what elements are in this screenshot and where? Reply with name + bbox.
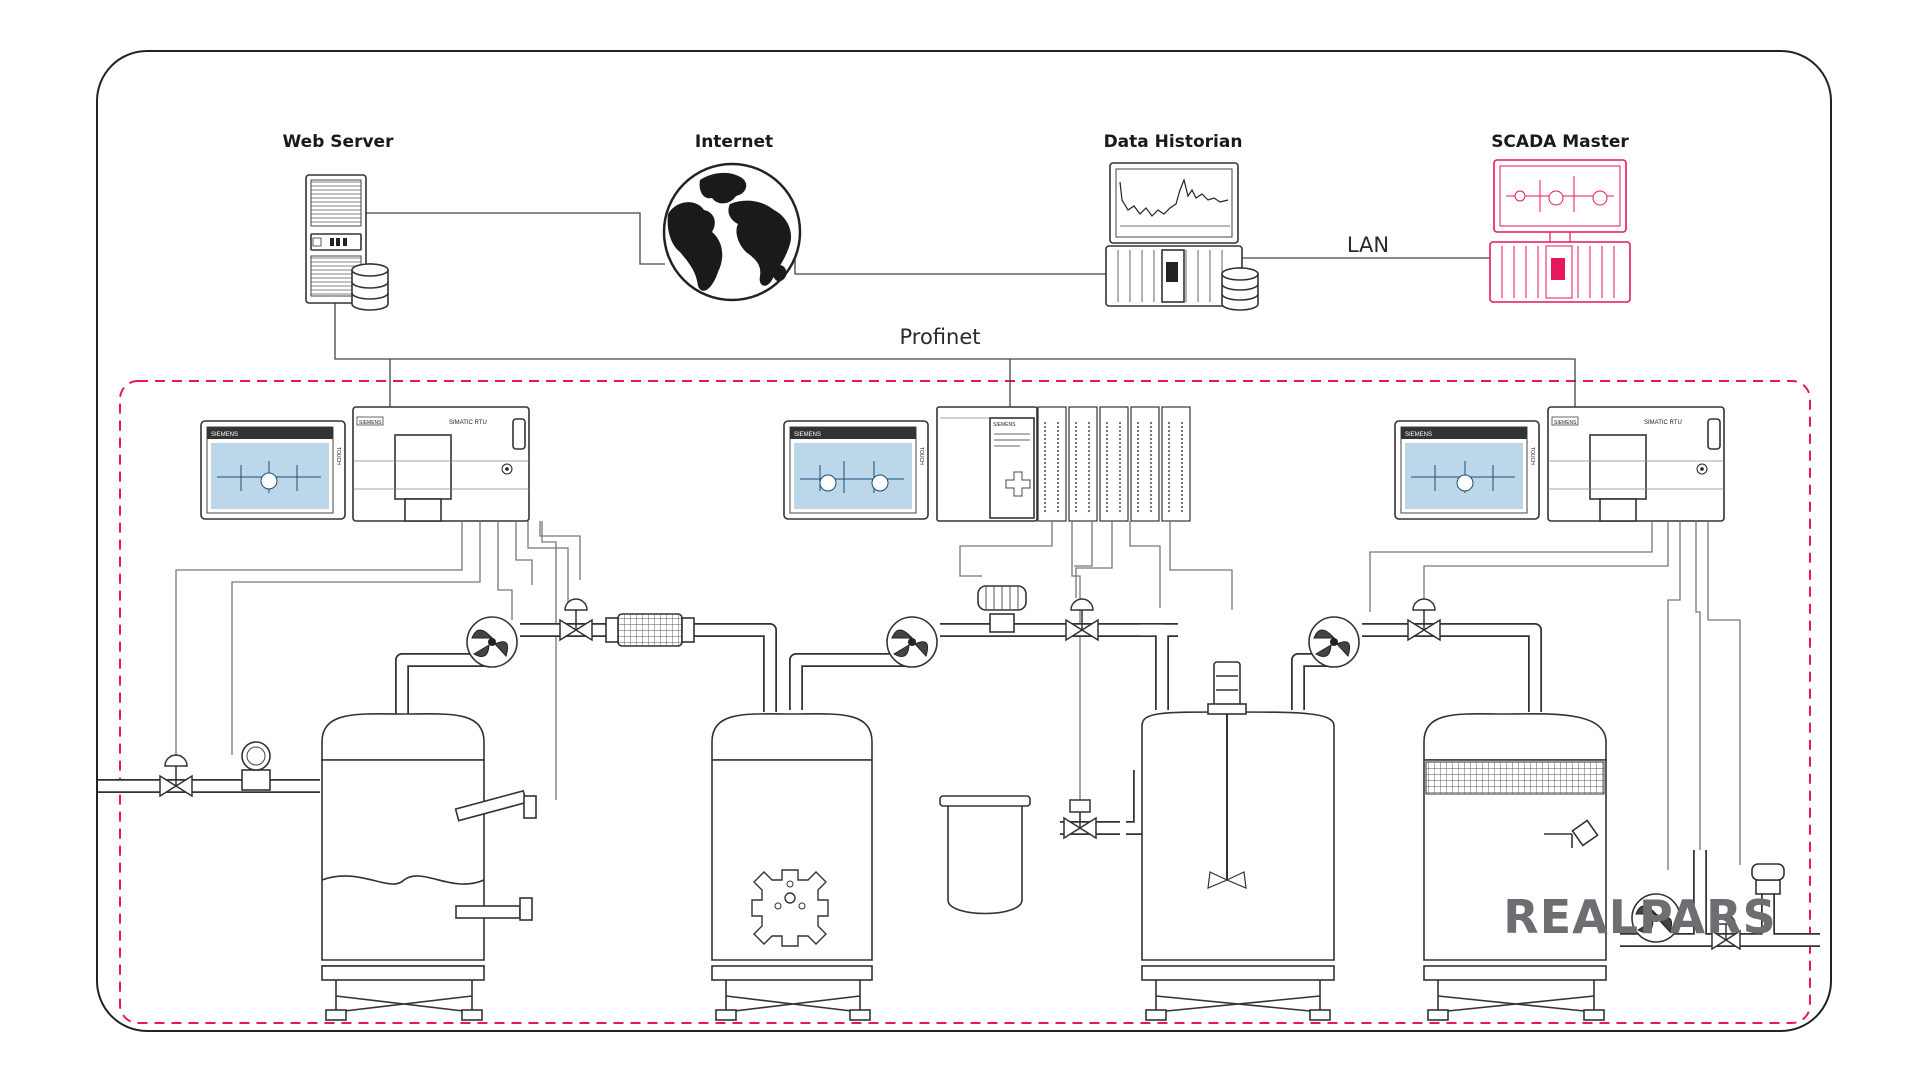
brand-logo: REALPARS <box>1503 890 1776 944</box>
svg-text:TOUCH: TOUCH <box>918 447 924 465</box>
scada-master-label: SCADA Master <box>1491 132 1629 152</box>
scada-master <box>1489 159 1631 303</box>
signal-wires <box>175 521 1741 870</box>
svg-text:SIMATIC RTU: SIMATIC RTU <box>1644 420 1682 426</box>
svg-text:SIMATIC RTU: SIMATIC RTU <box>449 420 487 426</box>
data-historian <box>1105 162 1259 311</box>
web-server-label: Web Server <box>283 132 395 152</box>
mixer-motor-icon <box>1207 661 1247 889</box>
side-vessel <box>939 795 1031 915</box>
svg-text:TOUCH: TOUCH <box>335 447 341 465</box>
tank-3 <box>1141 661 1335 1021</box>
tank-2 <box>711 713 873 1021</box>
pump-icon <box>466 616 518 668</box>
internet-label: Internet <box>695 132 773 152</box>
database-icon <box>351 263 389 311</box>
control-valve-icon <box>159 754 193 798</box>
database-icon <box>1221 267 1259 311</box>
control-valve-icon <box>559 598 593 642</box>
pump-icon <box>1308 616 1360 668</box>
tank-1 <box>321 713 537 1021</box>
rtu-1: SIEMENS SIMATIC RTU <box>352 406 530 522</box>
flow-meter-icon <box>1751 863 1785 895</box>
lan-label: LAN <box>1347 233 1389 257</box>
control-valve-icon <box>1063 799 1097 840</box>
outer-frame <box>96 50 1832 1032</box>
plc-rack: SIEMENS <box>936 406 1191 522</box>
hmi-panel-3: SIEMENS TOUCH <box>1394 420 1540 520</box>
hmi-panel-2: SIEMENS TOUCH <box>783 420 929 520</box>
svg-text:SIEMENS: SIEMENS <box>1554 420 1577 426</box>
network-lines <box>334 212 1576 411</box>
profinet-label: Profinet <box>899 325 980 349</box>
svg-text:TOUCH: TOUCH <box>1529 447 1535 465</box>
flow-meter-icon <box>977 585 1027 633</box>
svg-text:SIEMENS: SIEMENS <box>794 432 821 438</box>
trend-chart <box>1119 178 1229 217</box>
hmi-panel-1: SIEMENS TOUCH <box>200 420 346 520</box>
web-server <box>305 174 389 311</box>
flow-meter-icon <box>241 741 271 791</box>
globe-icon <box>662 162 802 302</box>
svg-text:SIEMENS: SIEMENS <box>211 432 238 438</box>
strainer-filter <box>605 613 695 647</box>
pump-icon <box>1631 893 1681 943</box>
svg-text:SIEMENS: SIEMENS <box>1405 432 1432 438</box>
data-historian-label: Data Historian <box>1104 132 1243 152</box>
field-boundary <box>119 380 1811 1024</box>
control-valve-icon <box>1711 914 1741 951</box>
heater-icon <box>751 869 829 947</box>
pump-icon <box>886 616 938 668</box>
svg-text:SIEMENS: SIEMENS <box>359 420 382 426</box>
control-valve-icon <box>1065 598 1099 642</box>
rtu-2: SIEMENS SIMATIC RTU <box>1547 406 1725 522</box>
control-valve-icon <box>1407 598 1441 642</box>
svg-text:SIEMENS: SIEMENS <box>993 422 1016 428</box>
tank-4 <box>1423 713 1607 1021</box>
